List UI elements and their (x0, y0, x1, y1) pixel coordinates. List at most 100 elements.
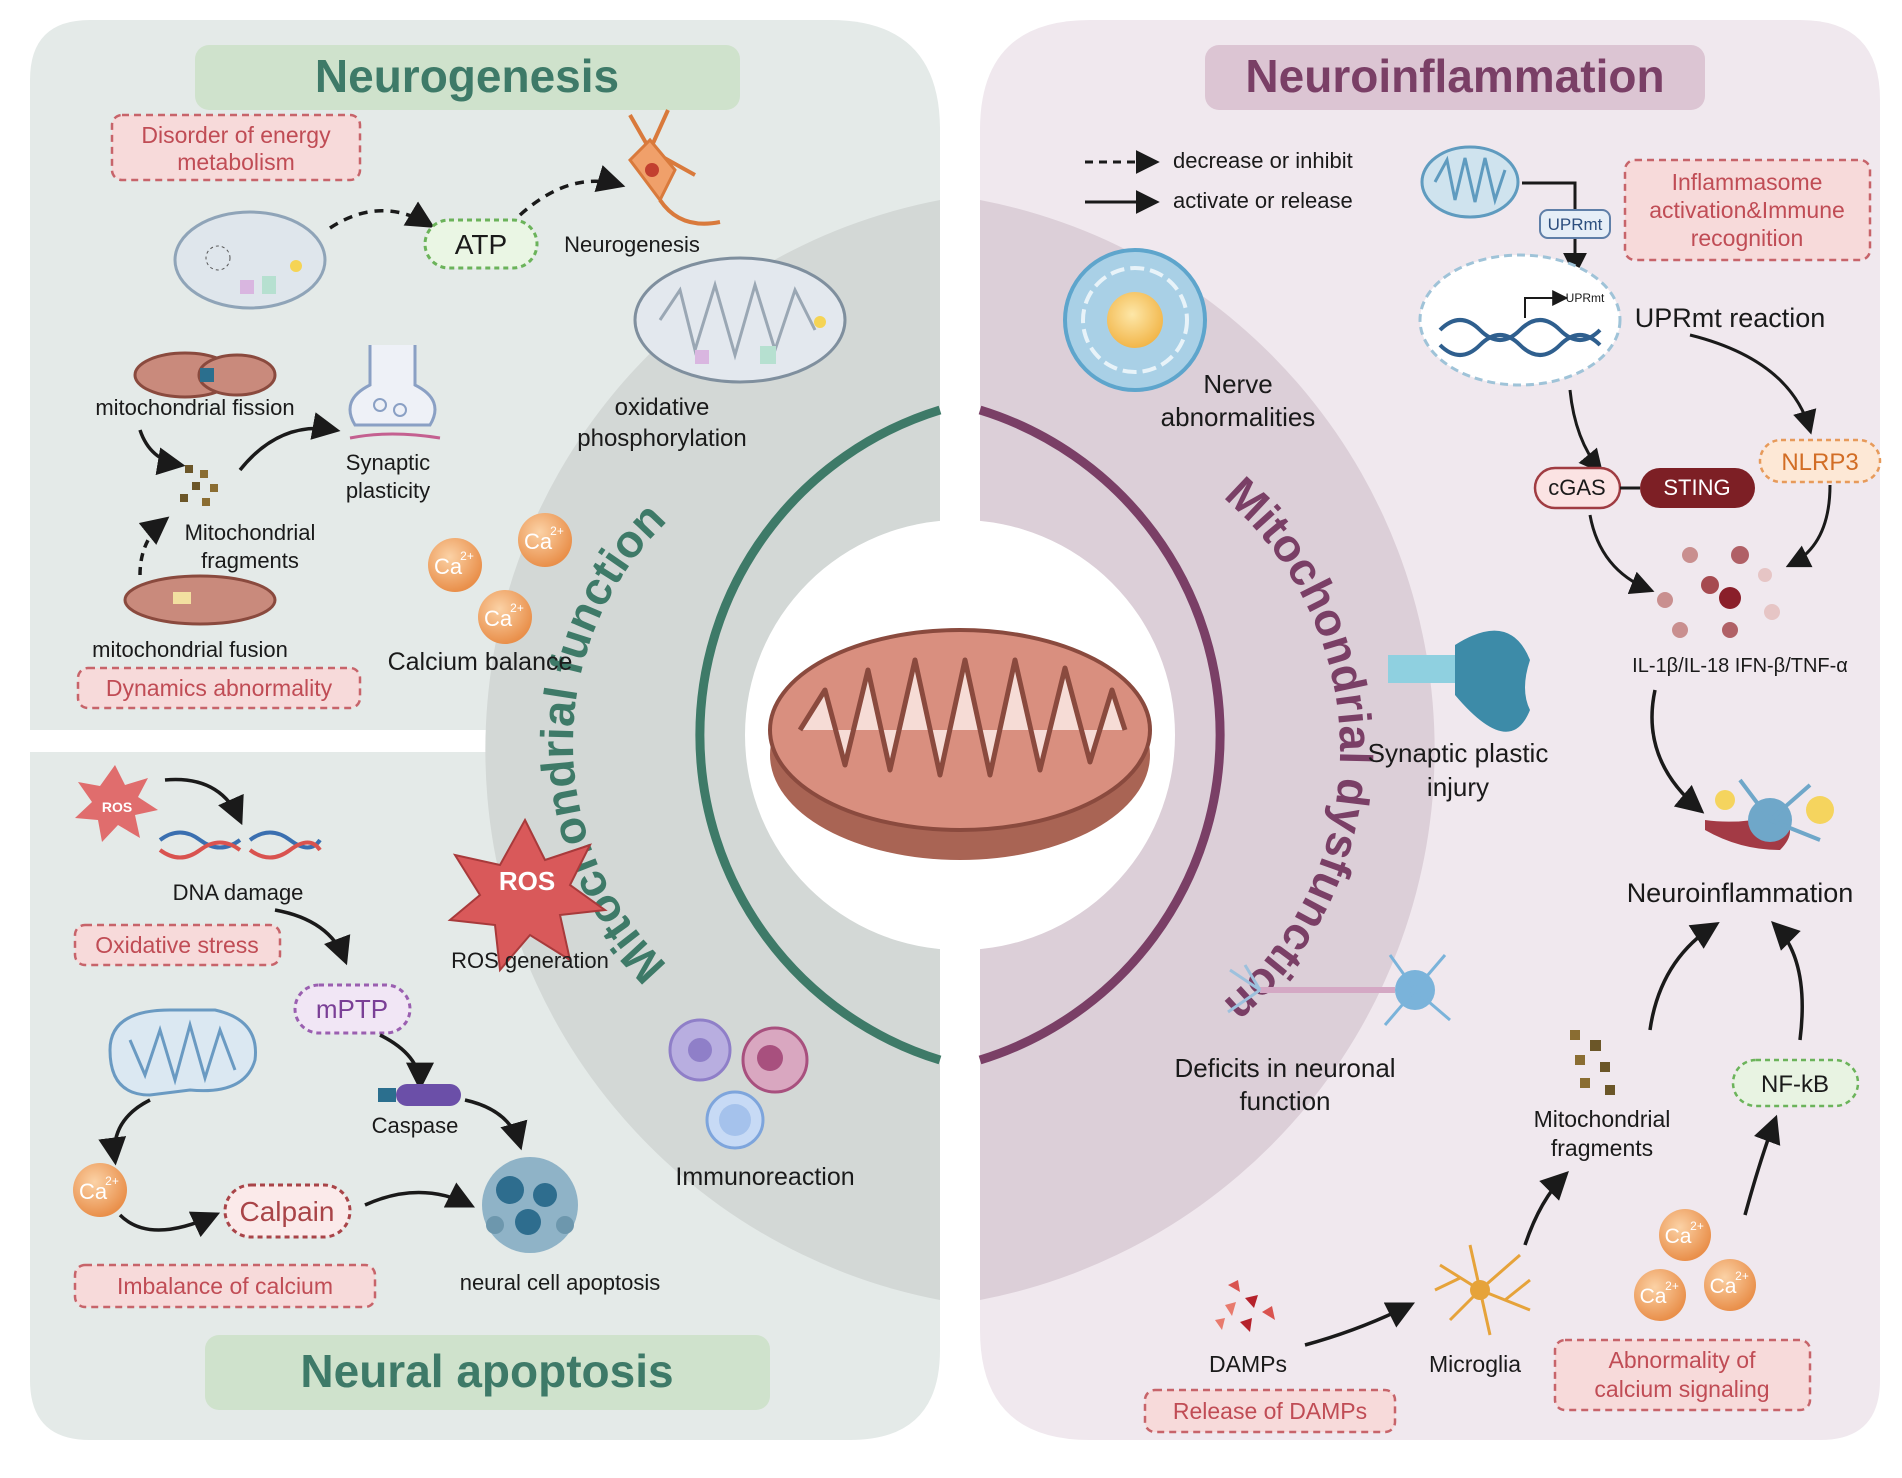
microglia-label: Microglia (1429, 1351, 1521, 1377)
mito-fragments-label-1: Mitochondrial (1534, 1106, 1671, 1132)
cgas-sting-badge: cGAS STING (1533, 466, 1755, 510)
arrow-cytokines-neuroinflammation (1650, 689, 1705, 814)
calcium-ion-icon: Ca 2+ (428, 538, 482, 592)
arrow-calpain-apoptosis (364, 1182, 476, 1208)
arrow-dashed-atp-neuron (518, 165, 626, 217)
synapse-terminal-icon (1388, 630, 1530, 732)
arrow-mito-calcium (98, 1098, 151, 1166)
calcium-ion-icon: Ca 2+ (1659, 1209, 1711, 1261)
arrow-dna-mptp (274, 908, 351, 966)
calcium-ion-icon: Ca 2+ (1634, 1269, 1686, 1321)
synapse-icon (348, 345, 441, 440)
deficits-label-1: Deficits in neuronal (1174, 1053, 1395, 1083)
immune-cells-icon (668, 1018, 809, 1150)
arrow-fragments-neuroinflammation (1648, 921, 1720, 1031)
svg-text:2+: 2+ (1665, 1279, 1679, 1293)
oxphos-label-1: oxidative (615, 394, 710, 421)
blue-mitochondrion-icon (1420, 145, 1520, 219)
deficits-label-2: function (1239, 1086, 1330, 1116)
fission-mitochondrion-icon (133, 351, 277, 399)
svg-text:ATP: ATP (455, 229, 507, 260)
synaptic-label-1: Synaptic (346, 450, 430, 475)
title-neurogenesis-box (195, 45, 740, 110)
nerve-abn-label-2: abnormalities (1161, 402, 1316, 432)
arrow-calcium-calpain (118, 1211, 221, 1238)
svg-text:UPRmt: UPRmt (1566, 291, 1605, 305)
nlrp3-badge: NLRP3 (1758, 438, 1882, 484)
arrow-ros-dna (164, 777, 244, 826)
damaged-mitochondrion-icon (108, 1008, 257, 1097)
svg-text:activation&Immune: activation&Immune (1649, 197, 1845, 223)
svg-text:mPTP: mPTP (316, 994, 388, 1024)
caspase-icon (378, 1084, 461, 1106)
svg-text:Ca: Ca (79, 1179, 108, 1204)
arrow-microglia-fragments (1523, 1171, 1569, 1246)
svg-text:Oxidative stress: Oxidative stress (95, 932, 259, 958)
fusion-mitochondrion-icon (123, 574, 277, 626)
svg-text:ROS: ROS (102, 799, 132, 815)
apoptosis-label: neural cell apoptosis (460, 1270, 661, 1295)
mito-fragments-icon (1570, 1030, 1615, 1095)
title-neural-apoptosis: Neural apoptosis (300, 1345, 673, 1397)
uprmt-box: UPRmt (1539, 209, 1611, 239)
calcium-ion-icon: Ca 2+ (478, 590, 532, 644)
svg-text:Ca: Ca (1640, 1285, 1667, 1308)
svg-text:Imbalance of calcium: Imbalance of calcium (117, 1273, 333, 1299)
svg-text:UPRmt: UPRmt (1548, 215, 1603, 234)
fragments-label-1: Mitochondrial (185, 520, 316, 545)
svg-text:NF-kB: NF-kB (1761, 1071, 1829, 1098)
nfkb-badge: NF-kB (1731, 1058, 1860, 1108)
arrow-calcium-nfkb (1743, 1114, 1781, 1216)
neuron-axon-icon (1227, 954, 1451, 1026)
mitochondrion-icon (173, 210, 327, 310)
svg-text:Release of DAMPs: Release of DAMPs (1173, 1398, 1367, 1424)
nerve-abn-label-1: Nerve (1203, 369, 1272, 399)
fission-label: mitochondrial fission (95, 395, 294, 420)
svg-text:NLRP3: NLRP3 (1781, 449, 1858, 476)
dna-damage-label: DNA damage (173, 880, 304, 905)
legend: decrease or inhibit activate or release (1085, 148, 1353, 214)
svg-text:ROS: ROS (499, 866, 555, 896)
damps-label: DAMPs (1209, 1351, 1287, 1377)
neuroinflammation-icon (1705, 778, 1834, 850)
tag-imbalance-calcium: Imbalance of calcium (73, 1263, 377, 1309)
arrow-nlrp3-cytokines (1785, 484, 1832, 568)
arrow-mptp-caspase (379, 1033, 434, 1091)
calpain-badge: Calpain (223, 1183, 352, 1239)
synaptic-injury-label-1: Synaptic plastic (1368, 738, 1549, 768)
svg-text:2+: 2+ (550, 524, 564, 538)
svg-text:Ca: Ca (1710, 1275, 1737, 1298)
svg-text:cGAS: cGAS (1548, 475, 1605, 500)
svg-text:2+: 2+ (1690, 1219, 1704, 1233)
synaptic-injury-label-2: injury (1427, 772, 1489, 802)
central-mitochondrion-icon (768, 628, 1152, 860)
neuron-icon (628, 109, 721, 226)
arrow-cgas-cytokines (1588, 514, 1655, 595)
svg-text:Abnormality of: Abnormality of (1608, 1347, 1756, 1373)
neuroinflammation-label: Neuroinflammation (1627, 878, 1854, 908)
arrow-fission-fragments (138, 429, 186, 476)
apoptotic-cell-icon (482, 1157, 578, 1253)
uprmt-reaction-label: UPRmt reaction (1635, 303, 1826, 333)
nucleus-dna-icon: UPRmt (1418, 253, 1622, 387)
arrow-dashed-fusion-fragments (138, 516, 170, 576)
fragments-label-2: fragments (201, 548, 299, 573)
arrow-damps-microglia (1304, 1302, 1416, 1347)
neuron-sheath-icon (1063, 248, 1207, 392)
svg-text:calcium signaling: calcium signaling (1594, 1376, 1769, 1402)
svg-text:Ca: Ca (1665, 1225, 1692, 1248)
svg-text:Ca: Ca (524, 529, 553, 554)
svg-text:recognition: recognition (1691, 225, 1804, 251)
svg-text:metabolism: metabolism (177, 149, 295, 175)
arrow-nfkb-neuroinflammation (1771, 921, 1804, 1041)
svg-text:Ca: Ca (484, 606, 513, 631)
oxphos-mitochondrion-icon (633, 256, 847, 384)
svg-text:Disorder of energy: Disorder of energy (141, 122, 331, 148)
immunoreaction-label: Immunoreaction (675, 1163, 854, 1191)
ros-generation-label: ROS generation (451, 948, 609, 973)
caspase-label: Caspase (372, 1113, 459, 1138)
dna-damage-icon (158, 830, 322, 860)
legend-dashed-label: decrease or inhibit (1173, 148, 1353, 173)
tag-calcium-signaling: Abnormality of calcium signaling (1553, 1338, 1812, 1412)
